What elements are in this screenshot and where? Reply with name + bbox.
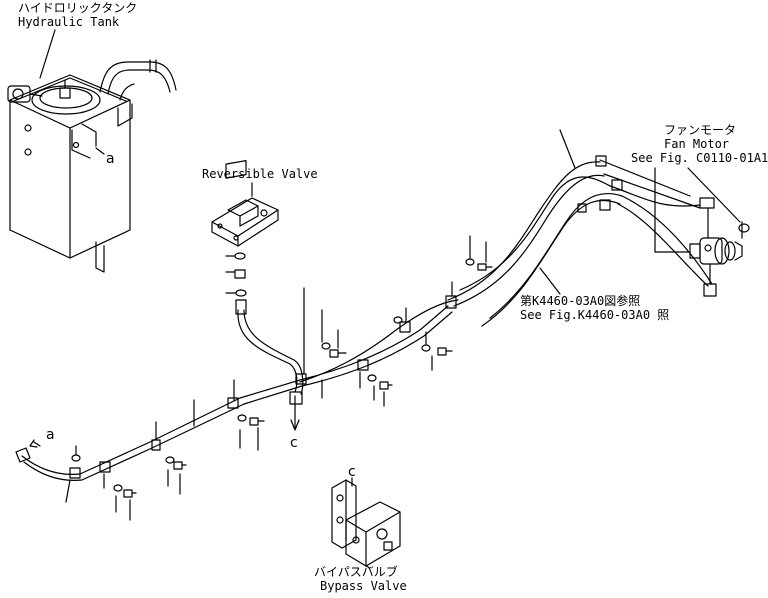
fan-motor-label-en: Fan Motor [664, 137, 730, 151]
marker-c-valve: c [348, 464, 356, 480]
fasteners [72, 236, 492, 520]
bypass-valve [332, 478, 400, 568]
main-pipe-run [16, 282, 458, 502]
reference-label-en: See Fig.K4460-03A0 照 [520, 308, 670, 322]
reversible-valve-label: Reversible Valve [202, 167, 318, 181]
fan-motor-label-jp: ファンモータ [664, 123, 737, 137]
diagram-drawing [0, 0, 756, 593]
hydraulic-tank-label-jp: ハイドロリックタンク [18, 1, 138, 15]
fan-motor-ref-label: See Fig. C0110-01A1 [631, 151, 768, 165]
bypass-valve-label-en: Bypass Valve [320, 579, 407, 593]
hose-bundle [448, 130, 712, 326]
marker-c-bottom: c [290, 435, 298, 451]
marker-a-tank: a [106, 151, 115, 167]
reference-label-jp: 第K4460-03A0図参照 [520, 294, 641, 308]
bypass-valve-label-jp: バイパスバルブ [314, 565, 398, 579]
hydraulic-tank-label-en: Hydraulic Tank [18, 15, 120, 29]
reversible-valve [212, 161, 278, 296]
marker-a-left: a [46, 427, 55, 443]
hydraulic-tank [8, 30, 176, 272]
